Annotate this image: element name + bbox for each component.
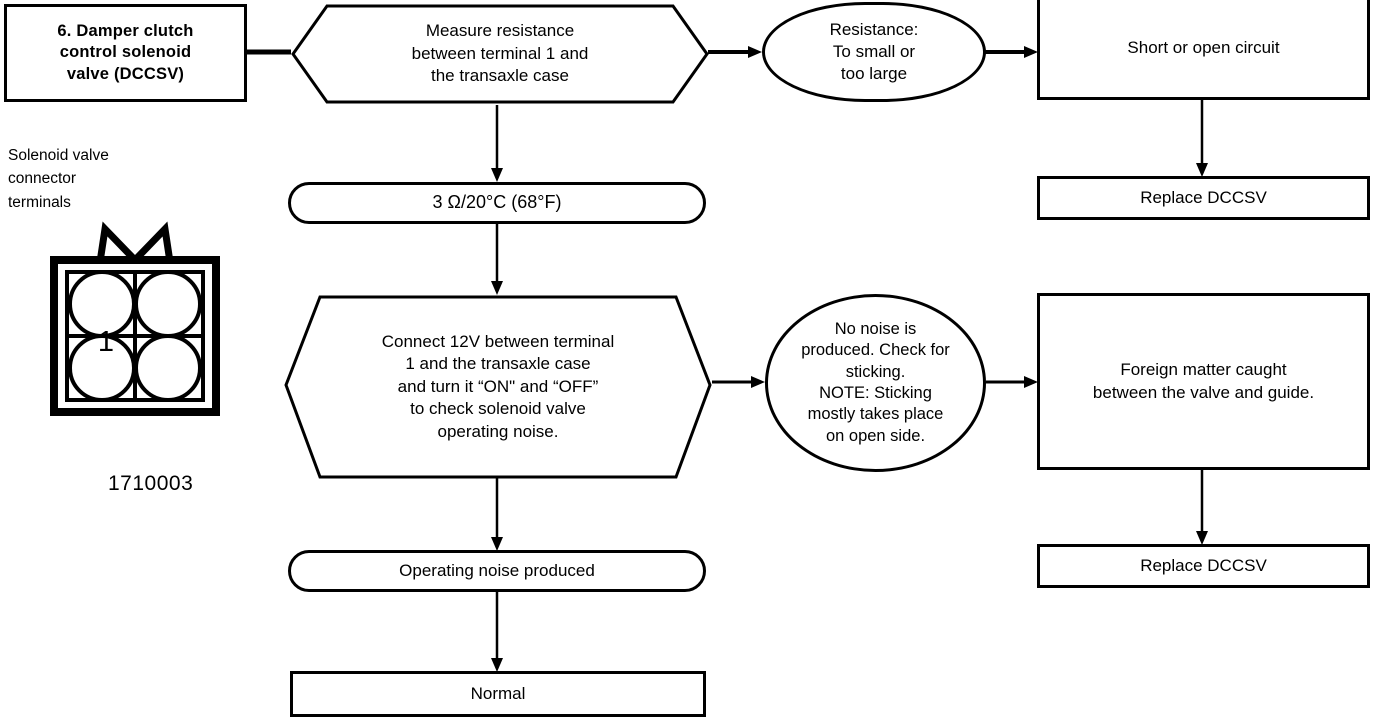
node-connect-12v: Connect 12V between terminal 1 and the t…	[284, 295, 712, 479]
title-box-label: 6. Damper clutch control solenoid valve …	[57, 21, 194, 83]
node-resistance-fault: Resistance: To small or too large	[762, 2, 986, 102]
node-foreign-matter: Foreign matter caught between the valve …	[1037, 293, 1370, 470]
node-no-noise-sticking: No noise is produced. Check for sticking…	[765, 294, 986, 472]
node-operating-noise-produced-label: Operating noise produced	[399, 560, 595, 580]
node-resistance-fault-label: Resistance: To small or too large	[829, 19, 919, 84]
connector-pin-diagram-icon	[50, 221, 220, 416]
solenoid-connector-illustration	[45, 221, 225, 422]
node-resistance-spec: 3 Ω/20°C (68°F)	[288, 182, 706, 224]
part-number-label: 1710003	[108, 471, 194, 495]
node-foreign-matter-label: Foreign matter caught between the valve …	[1092, 360, 1315, 402]
node-no-noise-sticking-label: No noise is produced. Check for sticking…	[801, 319, 950, 445]
title-box-dccsv: 6. Damper clutch control solenoid valve …	[4, 4, 247, 102]
caption-label: Solenoid valve connector terminals	[8, 146, 109, 211]
connector-part-number: 1710003	[108, 436, 288, 500]
hexagon-shape	[284, 295, 712, 479]
node-measure-resistance-label: Measure resistance between terminal 1 an…	[411, 21, 589, 86]
node-normal-label: Normal	[470, 683, 526, 703]
connector-pin-number-label: 1	[86, 276, 126, 364]
node-connect-12v-label: Connect 12V between terminal 1 and the t…	[381, 331, 615, 441]
node-replace-dccsv-bottom-label: Replace DCCSV	[1140, 555, 1267, 575]
node-replace-dccsv-bottom: Replace DCCSV	[1037, 544, 1370, 588]
node-operating-noise-produced: Operating noise produced	[288, 550, 706, 592]
node-replace-dccsv-top: Replace DCCSV	[1037, 176, 1370, 220]
node-short-or-open-circuit: Short or open circuit	[1037, 0, 1370, 100]
node-measure-resistance: Measure resistance between terminal 1 an…	[291, 4, 709, 104]
node-resistance-spec-label: 3 Ω/20°C (68°F)	[432, 192, 562, 213]
node-replace-dccsv-top-label: Replace DCCSV	[1140, 187, 1267, 207]
node-normal: Normal	[290, 671, 706, 717]
pin-1-label: 1	[97, 326, 115, 359]
hexagon-shape	[291, 4, 709, 104]
node-short-or-open-circuit-label: Short or open circuit	[1127, 37, 1280, 57]
caption-solenoid-valve-connector-terminals: Solenoid valve connector terminals	[8, 120, 218, 214]
